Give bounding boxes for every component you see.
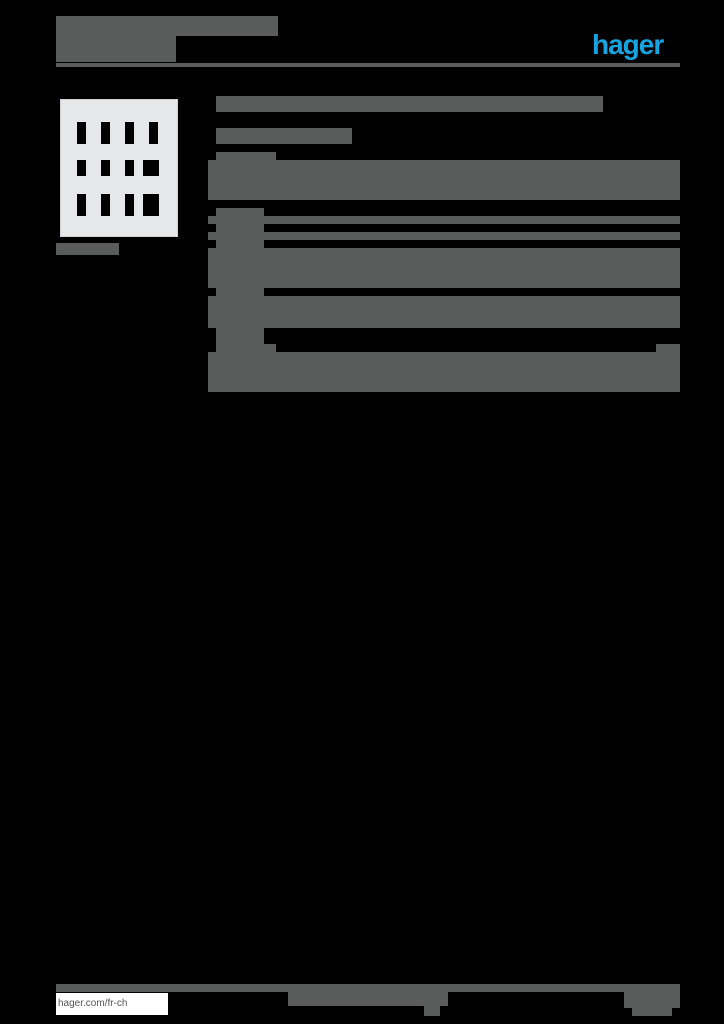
footer-website-link[interactable]: hager.com/fr-ch: [56, 993, 168, 1015]
info-block: [208, 352, 680, 392]
spec-row-4: [208, 296, 680, 328]
footer-right-sub: [632, 1008, 672, 1016]
section-label-2: [216, 344, 276, 352]
spec-row-1: [208, 216, 680, 224]
hager-logo: hager: [592, 29, 664, 60]
header-rule: [56, 63, 680, 67]
spec-row-3: [208, 248, 680, 288]
product-heading: [216, 96, 603, 112]
product-subheading: [216, 128, 352, 144]
description-block: [208, 160, 680, 200]
footer-page-number: [424, 1006, 440, 1016]
section-value-2: [656, 344, 680, 352]
footer-center-text: [288, 992, 448, 1006]
header-subtitle: [56, 36, 176, 62]
spec-row-2: [208, 232, 680, 240]
product-image: [60, 99, 178, 237]
footer-right-text: [624, 992, 680, 1008]
section-label-1: [216, 152, 276, 162]
footer-rule: [56, 984, 680, 992]
header-title: [56, 16, 278, 36]
image-caption: [56, 243, 119, 255]
